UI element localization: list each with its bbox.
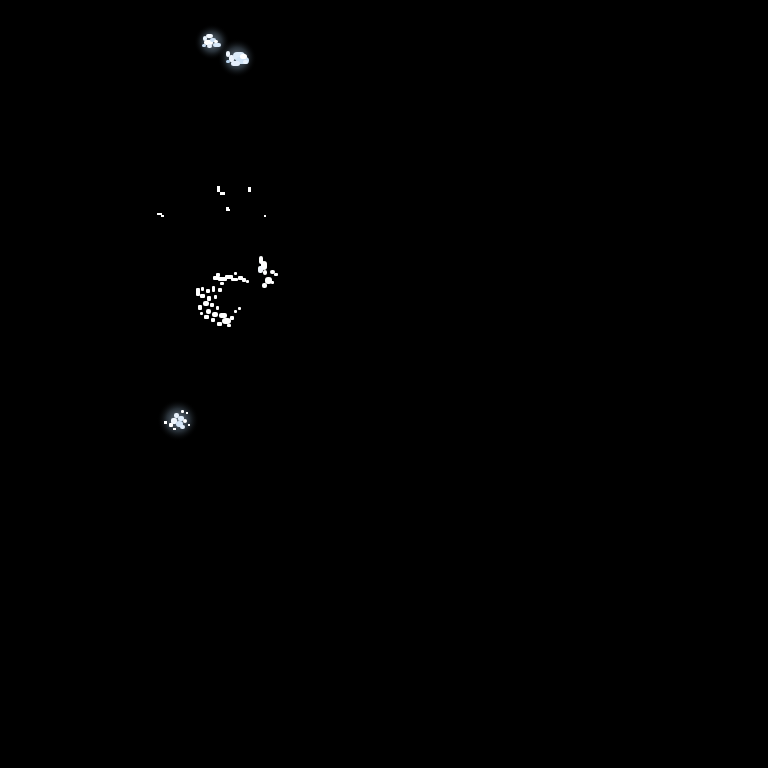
- binary-mask-canvas: [0, 0, 768, 768]
- mask-image-container: [0, 0, 768, 768]
